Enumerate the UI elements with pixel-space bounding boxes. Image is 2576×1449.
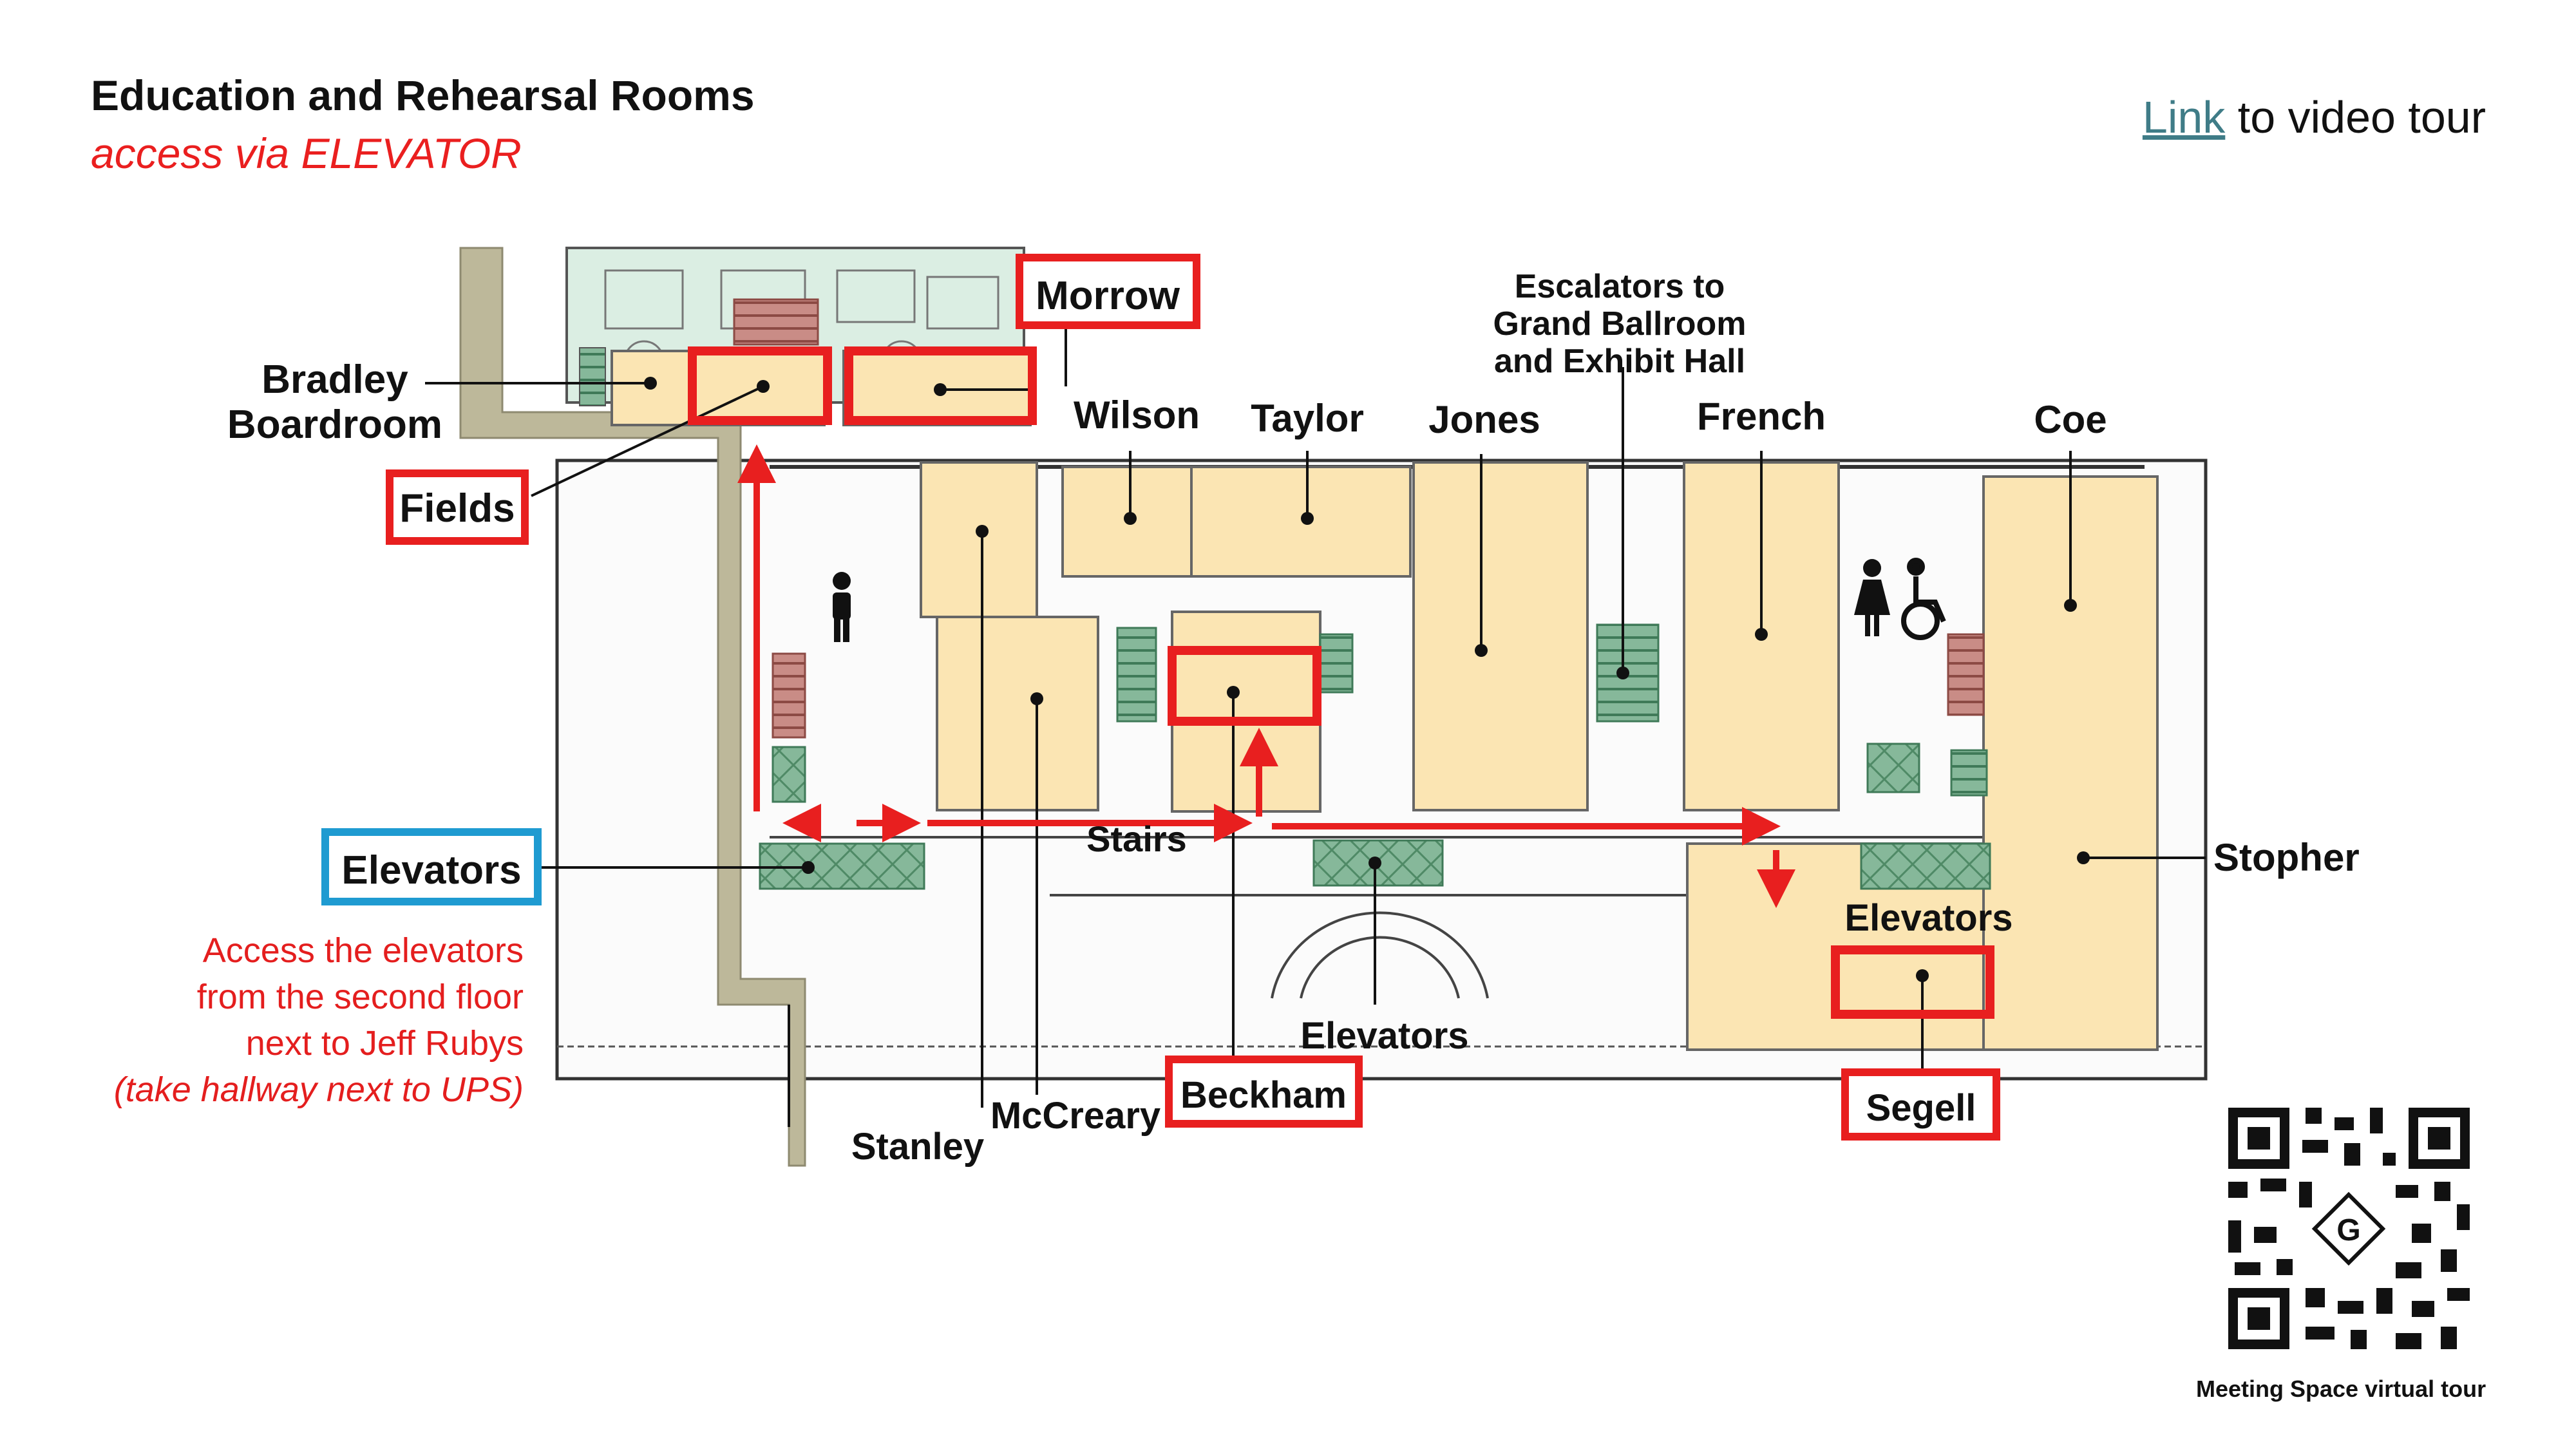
- fields-room-highlight: [688, 346, 832, 425]
- morrow-label: Morrow: [1036, 274, 1180, 318]
- segell-label: Segell: [1866, 1087, 1976, 1129]
- elevators-left-label: Elevators: [341, 848, 521, 893]
- spiral-staircase: [1271, 911, 1489, 999]
- stairs-small: [1319, 633, 1354, 694]
- route-arrows: [737, 444, 1795, 908]
- restroom-men-icon: [833, 572, 851, 642]
- page-title: Education and Rehearsal Rooms: [91, 71, 755, 119]
- bradley-label-line1: Bradley: [261, 357, 408, 402]
- stanley-label: Stanley: [851, 1126, 984, 1168]
- elevators-label-box: [321, 828, 542, 905]
- stopher-label: Stopher: [2213, 836, 2360, 879]
- stair-red-top: [733, 298, 819, 346]
- qr-code-icon: G: [2228, 1108, 2470, 1349]
- fields-label-box: [386, 469, 529, 545]
- video-tour-rest: to video tour: [2225, 92, 2486, 142]
- access-note-line3: next to Jeff Rubys: [245, 1024, 524, 1063]
- room-dots: [644, 377, 2090, 982]
- jones-label: Jones: [1428, 398, 1540, 441]
- french-label: French: [1697, 395, 1826, 438]
- stairs-label: Stairs: [1086, 819, 1187, 859]
- page-subtitle: access via ELEVATOR: [91, 129, 522, 177]
- elevator-small-left: [772, 746, 806, 803]
- leader-lines: [425, 322, 2206, 1127]
- morrow-room-highlight: [844, 346, 1037, 425]
- access-note: Access the elevators from the second flo…: [114, 927, 524, 1113]
- video-tour-text: Link to video tour: [2143, 91, 2486, 143]
- escalators-label-line1: Escalators to: [1515, 268, 1725, 305]
- escalators-label-line2: Grand Ballroom: [1493, 305, 1747, 343]
- accessible-icon: [1901, 558, 1946, 640]
- elevators-right-label: Elevators: [1844, 897, 2012, 939]
- segell-label-box: [1841, 1068, 2000, 1141]
- escalators-label-line3: and Exhibit Hall: [1494, 343, 1745, 380]
- restroom-women-icon: [1854, 559, 1890, 636]
- beckham-room-highlight: [1168, 646, 1321, 726]
- elevator-small-right: [1866, 743, 1920, 793]
- stairs-top-left: [579, 347, 606, 406]
- qr-center-glyph: G: [2336, 1213, 2360, 1247]
- wilson-label: Wilson: [1074, 393, 1200, 437]
- stair-red-right: [1947, 633, 1985, 716]
- corridor-wall: [459, 247, 806, 1167]
- coe-label: Coe: [2034, 398, 2107, 441]
- highlight-boxes: [688, 346, 1994, 1019]
- elevator-bank-right: [1860, 842, 1991, 890]
- access-note-line2: from the second floor: [196, 978, 524, 1016]
- access-note-line1: Access the elevators: [202, 931, 524, 970]
- video-tour-link[interactable]: Link: [2142, 92, 2226, 142]
- morrow-label-box: [1016, 254, 1200, 329]
- stairs-center: [1116, 627, 1157, 723]
- stairs-right-small: [1950, 749, 1988, 797]
- fields-label: Fields: [399, 486, 515, 531]
- beckham-label: Beckham: [1180, 1074, 1347, 1116]
- qr-caption: Meeting Space virtual tour: [2196, 1376, 2486, 1402]
- beckham-label-box: [1165, 1056, 1363, 1128]
- bradley-label-line2: Boardroom: [227, 402, 442, 447]
- access-note-line4: (take hallway next to UPS): [113, 1070, 524, 1109]
- segell-room-highlight: [1831, 945, 1994, 1019]
- taylor-label: Taylor: [1251, 397, 1364, 440]
- stair-red-left: [772, 652, 806, 739]
- mccreary-label: McCreary: [990, 1095, 1160, 1137]
- elevators-center-label: Elevators: [1300, 1015, 1468, 1057]
